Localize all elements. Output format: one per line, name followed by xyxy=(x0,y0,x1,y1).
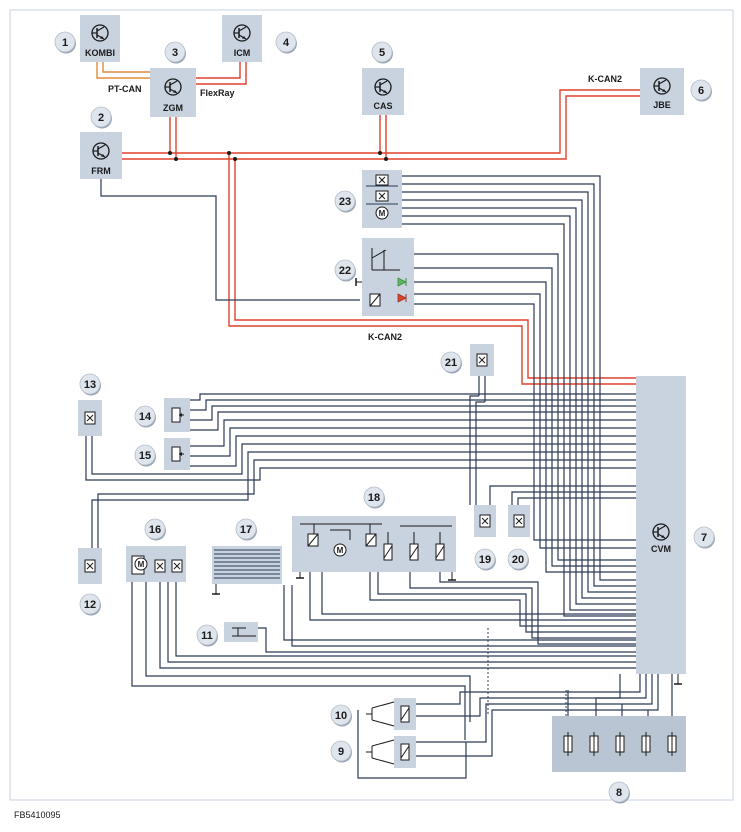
signal-wires xyxy=(85,175,673,779)
callout-number: 11 xyxy=(201,630,213,642)
k-can2-mid-label: K-CAN2 xyxy=(368,332,402,342)
icm-label: ICM xyxy=(234,48,251,58)
callout-number: 13 xyxy=(84,379,96,391)
frm-module: FRM xyxy=(80,132,122,179)
kombi-label: KOMBI xyxy=(85,48,115,58)
callout-badge-13: 13 xyxy=(79,373,101,396)
jbe-label: JBE xyxy=(653,100,671,110)
callout-badge-11: 11 xyxy=(196,624,218,647)
callout-number: 10 xyxy=(335,710,347,722)
callout-badge-6: 6 xyxy=(690,79,712,102)
callout-badge-17: 17 xyxy=(235,518,257,541)
callout-number: 2 xyxy=(98,112,104,124)
callout-badge-12: 12 xyxy=(79,593,101,616)
callout-badge-9: 9 xyxy=(330,740,352,763)
component-11 xyxy=(224,622,258,642)
component-20 xyxy=(508,505,530,537)
component-17 xyxy=(212,546,282,595)
callout-number: 17 xyxy=(240,524,252,536)
component-13 xyxy=(78,400,102,436)
flexray-bus xyxy=(196,62,247,85)
callout-badge-23: 23 xyxy=(334,190,356,213)
callout-number: 15 xyxy=(139,450,151,462)
callout-badge-7: 7 xyxy=(693,526,715,549)
cvm-label: CVM xyxy=(651,544,671,554)
jbe-module: JBE xyxy=(640,68,684,115)
callout-badge-5: 5 xyxy=(371,41,393,64)
callout-number: 6 xyxy=(698,85,704,97)
callout-number: 18 xyxy=(368,492,380,504)
callout-number: 14 xyxy=(139,411,152,423)
callout-number: 19 xyxy=(479,554,491,566)
component-10 xyxy=(366,698,416,730)
component-8 xyxy=(552,716,686,772)
callout-badge-18: 18 xyxy=(363,486,385,509)
callout-badge-14: 14 xyxy=(134,405,156,428)
callout-number: 8 xyxy=(616,787,622,799)
callout-number: 20 xyxy=(512,554,524,566)
callout-number: 23 xyxy=(339,196,351,208)
diagram-border xyxy=(9,9,734,801)
component-21 xyxy=(470,344,494,376)
callout-badge-22: 22 xyxy=(334,259,356,282)
component-9 xyxy=(366,736,416,768)
kombi-module: KOMBI xyxy=(80,15,120,62)
callout-badge-16: 16 xyxy=(144,518,166,541)
callout-number: 12 xyxy=(84,599,96,611)
k-can2-top-label: K-CAN2 xyxy=(588,74,622,84)
callout-number: 7 xyxy=(701,532,707,544)
callout-badge-15: 15 xyxy=(134,444,156,467)
component-19 xyxy=(474,505,496,537)
icm-module: ICM xyxy=(222,15,262,62)
k-can2-bus xyxy=(122,89,640,385)
zgm-label: ZGM xyxy=(163,103,183,113)
callout-number: 5 xyxy=(379,47,385,59)
component-23 xyxy=(362,170,402,228)
component-15 xyxy=(164,438,190,470)
callout-badge-19: 19 xyxy=(474,548,496,571)
callout-badge-2: 2 xyxy=(90,106,112,129)
callout-badge-20: 20 xyxy=(507,548,529,571)
figure-id: FB5410095 xyxy=(14,810,61,820)
component-22 xyxy=(355,238,414,316)
component-16 xyxy=(126,546,186,582)
callout-badge-8: 8 xyxy=(608,781,630,804)
callout-number: 9 xyxy=(338,746,344,758)
component-18 xyxy=(292,516,456,581)
flexray-label: FlexRay xyxy=(200,88,235,98)
component-14 xyxy=(164,398,190,432)
callout-badge-10: 10 xyxy=(330,704,352,727)
callout-badge-1: 1 xyxy=(54,31,76,54)
pt-can-bus xyxy=(96,62,150,79)
callout-number: 21 xyxy=(445,357,457,369)
frm-label: FRM xyxy=(91,166,111,176)
cvm-module: CVM xyxy=(636,376,686,685)
callout-number: 3 xyxy=(172,47,178,59)
callout-number: 22 xyxy=(339,265,351,277)
callout-badge-21: 21 xyxy=(440,351,462,374)
zgm-module: ZGM xyxy=(150,68,196,117)
callout-number: 1 xyxy=(62,37,68,49)
cas-label: CAS xyxy=(373,101,392,111)
pt-can-label: PT-CAN xyxy=(108,84,142,94)
component-12 xyxy=(78,548,102,584)
callout-badge-4: 4 xyxy=(275,31,297,54)
callout-number: 16 xyxy=(149,524,161,536)
cas-module: CAS xyxy=(362,68,404,115)
callout-badge-3: 3 xyxy=(164,41,186,64)
callout-number: 4 xyxy=(283,37,290,49)
